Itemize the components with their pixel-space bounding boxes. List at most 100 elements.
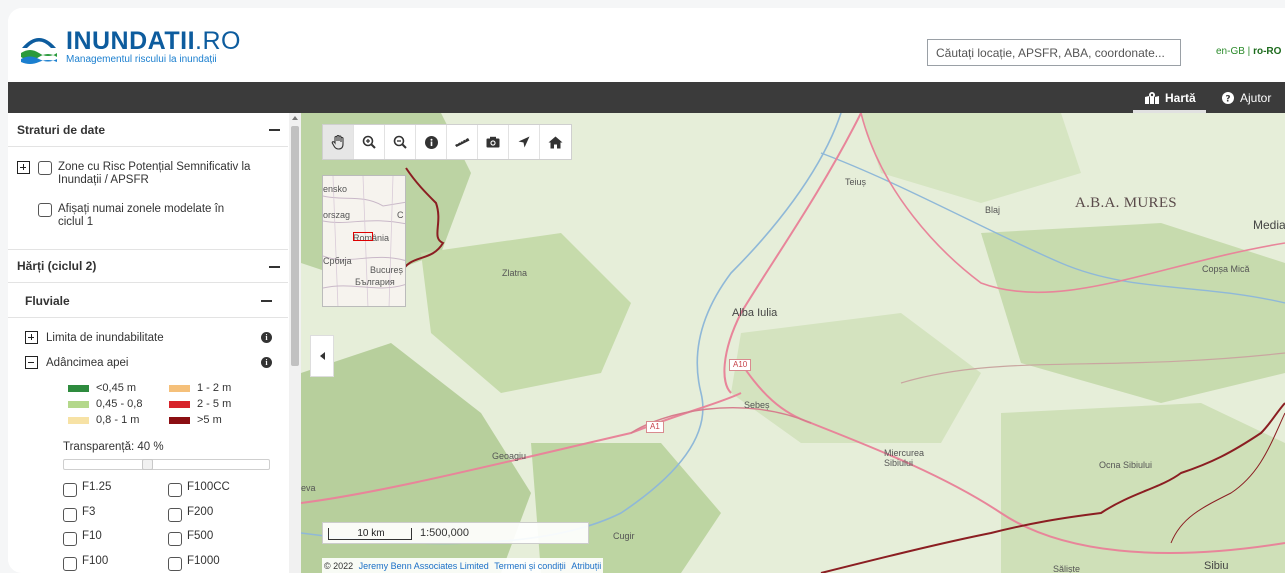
camera-icon [486,136,500,148]
nav-help[interactable]: ? Ajutor [1222,82,1271,113]
legend-swatch-1 [68,401,89,408]
app-window: INUNDATII.RO Managementul riscului la in… [8,8,1285,573]
nav-help-label: Ajutor [1240,90,1272,105]
prob-checkbox-f200[interactable] [168,508,182,522]
prob-checkbox-f1000[interactable] [168,557,182,571]
transparency-label: Transparență: 40 % [63,441,164,453]
screenshot-button[interactable] [478,125,509,159]
scrollbar-thumb[interactable] [291,126,299,366]
prob-checkbox-f100[interactable] [63,557,77,571]
subsection-fluvial-header[interactable]: Fluviale [8,284,288,318]
home-view-button[interactable] [540,125,571,159]
hand-icon [331,134,344,150]
collapse-icon[interactable] [269,266,280,268]
prob-label: F200 [187,506,214,518]
modelled-only-label: Afișați numai zonele modelate în ciclul … [58,203,225,228]
measure-tool-button[interactable] [447,125,478,159]
prob-checkbox-f500[interactable] [168,532,182,546]
logo[interactable]: INUNDATII.RO Managementul riscului la in… [18,26,241,66]
legend-swatch-2 [68,417,89,424]
collapse-icon[interactable] [269,129,280,131]
apsfr-label: Zone cu Risc Potențial Semnificativ la I… [58,161,251,186]
legend-label-2: 0,8 - 1 m [96,414,140,426]
overview-label: Србија [323,256,352,266]
legend-label-1: 0,45 - 0,8 [96,398,143,410]
overview-label: România [353,233,390,243]
info-tool-button[interactable] [416,125,447,159]
map-canvas[interactable]: Teiuș Blaj Mediaș Zlatna Copșa Mică Alba… [301,113,1285,573]
top-navigation-bar: Hartă ? Ajutor [8,82,1285,113]
info-icon[interactable]: i [261,357,272,368]
collapse-panel-button[interactable] [310,335,334,377]
basin-label: A.B.A. MURES [1075,195,1177,211]
road-shield: A10 [729,359,752,371]
modelled-only-checkbox[interactable] [38,203,52,217]
scale-ratio: 1:500,000 [420,527,469,539]
location-arrow-icon [518,136,530,148]
terms-link[interactable]: Termeni și condiții [494,561,566,571]
place-label: Zlatna [502,268,528,278]
nav-map-label: Hartă [1165,90,1196,105]
section-maps-cycle2-header[interactable]: Hărți (ciclul 2) [8,249,288,283]
place-label: Alba Iulia [732,307,778,319]
zoom-in-button[interactable] [354,125,385,159]
prob-checkbox-f3[interactable] [63,508,77,522]
locate-me-button[interactable] [509,125,540,159]
subsection-fluvial-title: Fluviale [25,293,70,308]
overview-map[interactable]: ensko orszag C România Србија Bucureș Бъ… [322,175,406,307]
overview-label: C [397,210,404,220]
chevron-left-icon [319,352,325,360]
lang-en-link[interactable]: en-GB [1216,46,1245,57]
prob-checkbox-f100cc[interactable] [168,483,182,497]
place-label: Cugir [613,531,635,541]
info-circle-icon [424,135,438,149]
section-data-layers-header[interactable]: Straturi de date [8,113,288,147]
nav-map[interactable]: Hartă [1133,82,1206,113]
overview-label: orszag [323,210,351,220]
info-icon[interactable]: i [261,332,272,343]
collapse-icon[interactable] [261,300,272,302]
legend-swatch-0 [68,385,89,392]
scale-distance: 10 km [357,528,385,539]
overview-extent-box[interactable] [353,232,373,241]
prob-label: F100 [82,555,109,567]
expand-flood-limit-icon[interactable] [25,331,38,344]
attributions-link[interactable]: Atribuții [571,561,602,571]
place-label: Sibiu [1204,560,1229,572]
legend-label-4: 2 - 5 m [197,398,232,410]
overview-label: Bucureș [370,265,404,275]
prob-label: F10 [82,530,102,542]
place-label: Geoagiu [492,451,527,461]
legend-label-5: >5 m [197,414,222,426]
place-label: Ocna Sibiului [1099,460,1153,470]
overview-label: ensko [323,184,348,194]
place-label: Blaj [985,205,1001,215]
place-label: Mediaș [1253,218,1285,232]
language-switcher: en-GB | ro-RO [1216,46,1282,57]
transparency-slider[interactable] [63,459,270,470]
scroll-up-arrow-icon[interactable] [292,116,298,120]
logo-title: INUNDATII.RO [66,26,241,55]
search-input[interactable] [927,39,1181,66]
prob-checkbox-f1-25[interactable] [63,483,77,497]
lang-ro-link[interactable]: ro-RO [1253,46,1282,57]
prob-label: F3 [82,506,96,518]
apsfr-checkbox[interactable] [38,161,52,175]
place-label: Teiuș [845,177,867,187]
prob-checkbox-f10[interactable] [63,532,77,546]
logo-subtitle: Managementul riscului la inundații [66,53,217,65]
company-link[interactable]: Jeremy Benn Associates Limited [358,561,489,571]
logo-icon [21,38,57,64]
pan-tool-button[interactable] [323,125,354,159]
transparency-slider-handle[interactable] [142,459,153,470]
collapse-water-depth-icon[interactable] [25,356,38,369]
copyright-text: © 2022 [324,561,354,571]
place-label: Miercurea Sibiului [884,448,925,468]
legend-swatch-3 [169,385,190,392]
zoom-out-button[interactable] [385,125,416,159]
prob-label: F1000 [187,555,220,567]
prob-label: F1.25 [82,481,112,493]
expand-apsfr-icon[interactable] [17,161,30,174]
legend-swatch-4 [169,401,190,408]
panel-scrollbar[interactable] [289,113,301,573]
